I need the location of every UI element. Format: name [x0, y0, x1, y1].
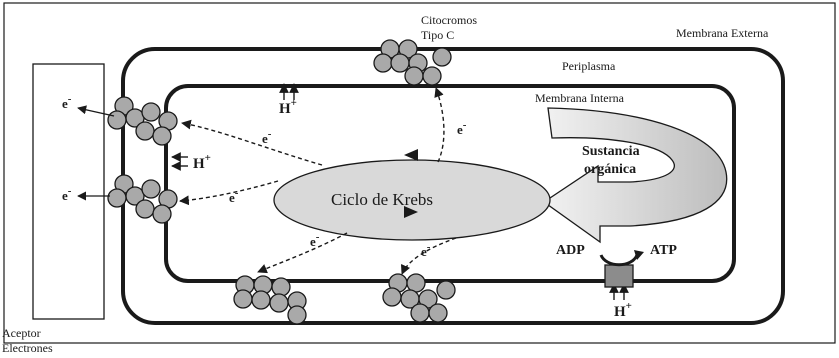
electron-path-to-bottom-right [400, 237, 457, 275]
electron-label-acceptor-lower: e- [62, 185, 72, 203]
cytochrome-cluster-left-lower [107, 174, 178, 224]
cytochromes-type-label: Tipo C [421, 28, 454, 42]
krebs-cycle-arrow-top [404, 149, 418, 161]
organic-substance-label-1: Sustancia [582, 144, 640, 159]
organic-substance-label-2: orgánica [584, 162, 636, 177]
electron-label-left-upper: e- [262, 128, 272, 146]
electron-label-bottom-left: e- [310, 231, 320, 249]
proton-label-bottom: H+ [614, 300, 632, 320]
electron-acceptor-box [32, 63, 105, 320]
electron-arrow-acceptor-upper [77, 105, 115, 117]
electrons-label: Electrones [2, 341, 53, 355]
cytochromes-label: Citocromos [421, 13, 477, 27]
cytochrome-cluster-left-upper [107, 96, 178, 146]
cytochrome-cluster-top [373, 39, 452, 86]
electron-label-left-lower: e- [229, 187, 239, 205]
acceptor-label: Aceptor [2, 326, 41, 340]
adp-label: ADP [556, 243, 585, 258]
atp-synthase-channel [604, 264, 634, 288]
atp-synthase-arc-arrow [634, 250, 644, 260]
proton-label-left: H+ [193, 152, 211, 172]
cytochrome-cluster-bottom-left [233, 275, 307, 325]
electron-path-to-top-cluster [434, 87, 445, 163]
periplasm-label: Periplasma [562, 59, 616, 73]
cytochrome-cluster-bottom-right [382, 273, 456, 323]
krebs-cycle-arrow-bottom [404, 206, 418, 218]
krebs-cycle-ellipse [273, 159, 551, 241]
proton-label-top: H+ [279, 97, 297, 117]
atp-synthase-arc [599, 254, 639, 267]
figure-frame [3, 2, 836, 344]
electron-path-to-left-upper [181, 119, 323, 166]
organic-substance-arrow [542, 107, 728, 244]
krebs-cycle-label: Ciclo de Krebs [331, 190, 433, 209]
atp-label: ATP [650, 243, 677, 258]
electron-label-top-cluster: e- [457, 119, 467, 137]
inner-membrane [164, 84, 736, 283]
electron-path-to-left-lower [179, 180, 279, 206]
electron-path-to-bottom-left [257, 232, 348, 274]
electron-label-bottom-right: e- [421, 241, 431, 259]
electron-label-acceptor-upper: e- [62, 93, 72, 111]
outer-membrane-label: Membrana Externa [676, 26, 769, 40]
inner-membrane-label: Membrana Interna [535, 91, 625, 105]
